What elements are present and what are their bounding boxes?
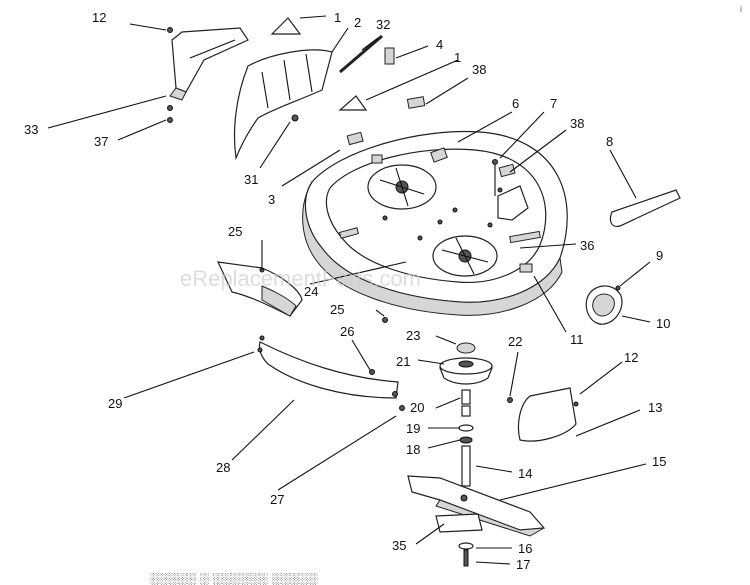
watermark: eReplacementParts.com	[180, 266, 421, 291]
hardware-left	[167, 27, 173, 123]
bumper	[585, 285, 623, 325]
callout-20: 20	[410, 400, 424, 415]
callout-25: 25	[228, 224, 242, 239]
discharge-chute-bracket	[169, 27, 249, 101]
callout-22: 22	[508, 334, 522, 349]
spindle-assembly	[439, 342, 493, 487]
chute-deflector	[233, 17, 333, 161]
callout-2: 2	[354, 15, 361, 30]
callout-16: 16	[518, 541, 532, 556]
callout-38: 38	[472, 62, 486, 77]
callout-6: 6	[512, 96, 519, 111]
callout-12: 12	[92, 10, 106, 25]
callout-4: 4	[436, 37, 443, 52]
callout-23: 23	[406, 328, 420, 343]
guard-strip	[609, 189, 681, 227]
callout-1: 1	[454, 50, 461, 65]
callout-26: 26	[340, 324, 354, 339]
callout-7: 7	[550, 96, 557, 111]
baffle-left	[216, 261, 303, 317]
callout-11: 11	[570, 332, 584, 347]
callout-15: 15	[652, 454, 666, 469]
callout-8: 8	[606, 134, 613, 149]
callout-1: 1	[334, 10, 341, 25]
callout-27: 27	[270, 492, 284, 507]
callout-3: 3	[268, 192, 275, 207]
callout-32: 32	[376, 17, 390, 32]
callout-13: 13	[648, 400, 662, 415]
deflector-plate	[507, 387, 579, 442]
corner-mark: i	[740, 4, 742, 14]
footer-fragment: ░░░░░ ░ ░░░░░░ ░░░░░	[150, 572, 317, 585]
callout-29: 29	[108, 396, 122, 411]
hardware-upper	[291, 34, 516, 178]
callout-38: 38	[570, 116, 584, 131]
callout-24: 24	[304, 284, 318, 299]
callout-33: 33	[24, 122, 38, 137]
callout-17: 17	[516, 557, 530, 572]
callout-9: 9	[656, 248, 663, 263]
callout-31: 31	[244, 172, 258, 187]
blade-assembly	[407, 475, 546, 567]
callout-18: 18	[406, 442, 420, 457]
callout-10: 10	[656, 316, 670, 331]
callout-labels: 12 1 2 32 4 1 38 6 7 38 8 33 37 31 3 36 …	[24, 10, 670, 572]
callout-37: 37	[94, 134, 108, 149]
callout-35: 35	[392, 538, 406, 553]
callout-21: 21	[396, 354, 410, 369]
hanger-bracket	[492, 159, 529, 221]
callout-12: 12	[624, 350, 638, 365]
callout-25: 25	[330, 302, 344, 317]
callout-36: 36	[580, 238, 594, 253]
callout-14: 14	[518, 466, 532, 481]
curved-baffle	[257, 267, 405, 411]
leader-lines	[47, 15, 651, 565]
callout-28: 28	[216, 460, 230, 475]
callout-19: 19	[406, 421, 420, 436]
